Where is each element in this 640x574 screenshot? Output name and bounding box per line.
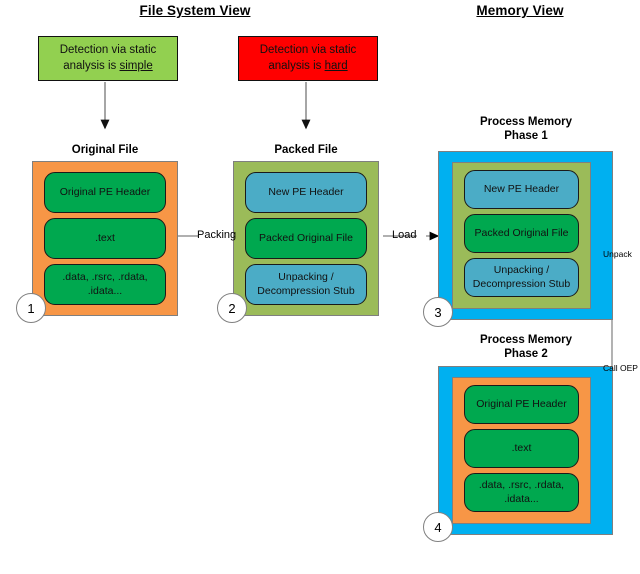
connector-label-load: Load — [392, 229, 417, 241]
connector-label-call-oep: Call OEP — [603, 363, 638, 373]
callout-static-analysis-simple: Detection via static analysis is simple — [38, 36, 178, 81]
section-phase1-packed-original-file: Packed Original File — [464, 214, 579, 253]
callout-simple-emphasis: simple — [119, 59, 153, 72]
callout-simple-line1: Detection via static — [59, 43, 157, 56]
caption-original-file: Original File — [71, 144, 139, 156]
connector-label-unpack: Unpack — [603, 249, 632, 259]
step-number-4: 4 — [423, 512, 453, 542]
step-number-2: 2 — [217, 293, 247, 323]
callout-hard-line2-prefix: analysis is — [268, 59, 325, 72]
section-text: .text — [44, 218, 166, 259]
section-phase1-new-pe-header: New PE Header — [464, 170, 579, 209]
caption-phase1-line1: Process Memory — [479, 116, 573, 128]
section-packed-original-file: Packed Original File — [245, 218, 367, 259]
callout-static-analysis-hard: Detection via static analysis is hard — [238, 36, 378, 81]
caption-phase2-line2: Phase 2 — [504, 348, 548, 361]
caption-process-memory-phase-1: Process Memory Phase 1 — [456, 115, 596, 144]
section-new-pe-header: New PE Header — [245, 172, 367, 213]
heading-memory-view: Memory View — [476, 3, 564, 18]
section-unpacking-decompression-stub: Unpacking / Decompression Stub — [245, 264, 367, 305]
step-number-3: 3 — [423, 297, 453, 327]
connector-label-packing: Packing — [197, 229, 237, 241]
callout-hard-emphasis: hard — [324, 59, 348, 72]
step-number-1: 1 — [16, 293, 46, 323]
section-phase2-original-pe-header: Original PE Header — [464, 385, 579, 424]
section-phase1-unpacking-decompression-stub: Unpacking / Decompression Stub — [464, 258, 579, 297]
heading-file-system-view: File System View — [139, 3, 251, 18]
caption-phase1-line2: Phase 1 — [504, 130, 548, 143]
caption-packed-file: Packed File — [274, 144, 338, 156]
section-original-pe-header: Original PE Header — [44, 172, 166, 213]
caption-process-memory-phase-2: Process Memory Phase 2 — [456, 333, 596, 362]
section-phase2-data-rsrc-rdata-idata: .data, .rsrc, .rdata, .idata... — [464, 473, 579, 512]
section-data-rsrc-rdata-idata: .data, .rsrc, .rdata, .idata... — [44, 264, 166, 305]
callout-hard-line1: Detection via static — [259, 43, 357, 56]
section-phase2-text: .text — [464, 429, 579, 468]
caption-phase2-line1: Process Memory — [479, 334, 573, 346]
callout-simple-line2-prefix: analysis is — [63, 59, 120, 72]
